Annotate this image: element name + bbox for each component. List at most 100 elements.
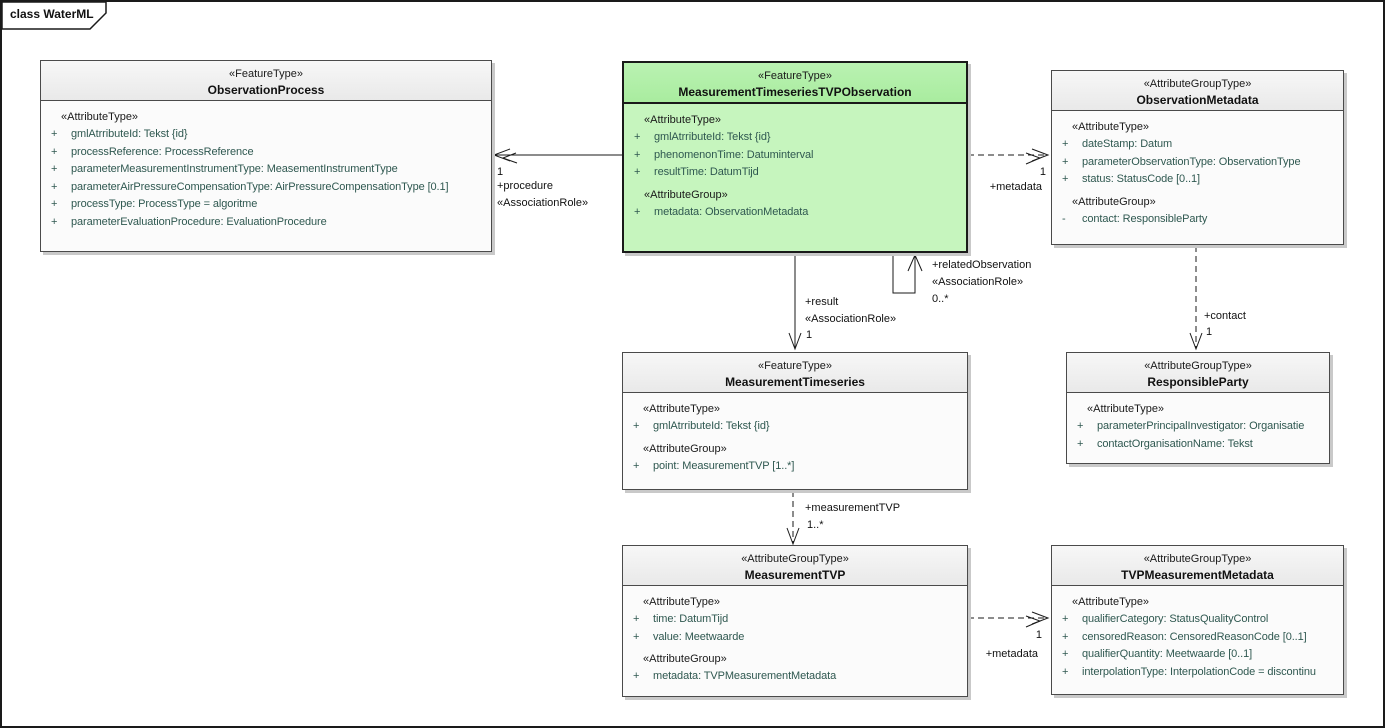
class-attributes: «AttributeType»+parameterPrincipalInvest… [1067, 393, 1329, 453]
attribute-row: +parameterMeasurementInstrumentType: Mea… [41, 161, 487, 179]
class-name: MeasurementTimeseriesTVPObservation [678, 85, 912, 99]
related-observation-role-label[interactable]: +relatedObservation [932, 259, 1032, 271]
procedure-stereotype-label[interactable]: «AssociationRole» [497, 197, 589, 209]
attribute-text: dateStamp: Datum [1082, 138, 1173, 150]
attribute-row: +phenomenonTime: Datuminterval [624, 147, 962, 165]
section-stereotype-label: «AttributeGroup» [643, 442, 727, 455]
section-stereotype-label: «AttributeGroup» [1072, 195, 1156, 208]
class-responsible-party[interactable]: «AttributeGroupType» ResponsibleParty «A… [1066, 352, 1330, 464]
class-name: ResponsibleParty [1147, 375, 1249, 389]
attribute-text: parameterEvaluationProcedure: Evaluation… [71, 215, 327, 228]
visibility-symbol: + [51, 163, 58, 175]
attribute-text: qualifierQuantity: Meetwaarde [0..1] [1082, 648, 1253, 660]
metadata-bottom-multiplicity[interactable]: 1 [1035, 629, 1042, 641]
measurement-tvp-multiplicity[interactable]: 1..* [807, 519, 824, 531]
attribute-row: +gmlAtrributeId: Tekst {id} [624, 129, 962, 147]
class-stereotype: «FeatureType» [758, 360, 832, 372]
result-stereotype-label[interactable]: «AssociationRole» [805, 313, 897, 325]
attribute-text: metadata: ObservationMetadata [654, 205, 809, 218]
class-attributes: «AttributeType» + dateStamp: Datum+ paramet… [1052, 111, 1343, 228]
metadata-top-connector[interactable] [968, 148, 1050, 165]
section-stereotype-label: «AttributeType» [1072, 596, 1150, 608]
class-attributes: «AttributeType»+gmlAtrributeId: Tekst {i… [623, 393, 967, 475]
visibility-symbol: - [1062, 212, 1066, 225]
related-observation-connector[interactable] [892, 253, 923, 294]
class-stereotype: «AttributeGroupType» [741, 553, 849, 565]
attribute-text: status: StatusCode [0..1] [1082, 173, 1200, 185]
attribute-row: +contactOrganisationName: Tekst [1067, 436, 1325, 454]
attribute-row: +censoredReason: CensoredReasonCode [0..… [1052, 629, 1339, 647]
attribute-row: + parameterEvaluationProcedure: Evaluatio… [41, 214, 487, 232]
attribute-row: +gmlAtrributeId: Tekst {id} [623, 418, 963, 436]
attribute-text: point: MeasurementTVP [1..*] [653, 459, 795, 472]
class-attributes: «AttributeType»+gmlAtrributeId: Tekst {i… [41, 101, 491, 231]
procedure-multiplicity[interactable]: 1 [497, 166, 504, 178]
attribute-text: parameterObservationType: ObservationTyp… [1082, 155, 1301, 168]
class-stereotype: «AttributeGroupType» [1143, 553, 1252, 565]
procedure-connector[interactable] [492, 148, 622, 164]
class-observation-process[interactable]: «FeatureType» ObservationProcess «Attrib… [40, 60, 492, 252]
section-stereotype-label: «AttributeType» [643, 596, 721, 608]
class-attributes: «AttributeType»+time: DatumTijd+value: M… [623, 586, 967, 686]
attribute-text: interpolationType: InterpolationCode = d… [1082, 665, 1316, 678]
contact-connector[interactable] [1189, 246, 1203, 351]
class-header: «FeatureType» MeasurementTimeseries [623, 353, 967, 393]
visibility-symbol: + [1062, 648, 1069, 660]
result-connector[interactable] [788, 253, 802, 351]
attribute-text: contactOrganisationName: Tekst [1097, 437, 1253, 450]
visibility-symbol: + [1077, 420, 1084, 432]
visibility-symbol: + [634, 166, 641, 178]
class-measurement-timeseries[interactable]: «FeatureType» MeasurementTimeseries «Att… [622, 352, 968, 490]
visibility-symbol: + [633, 613, 640, 625]
result-role-label[interactable]: +result [805, 296, 839, 308]
attribute-text: metadata: TVPMeasurementMetadata [653, 670, 837, 682]
section-stereotype-label: «AttributeType» [644, 114, 722, 126]
metadata-bottom-role-label[interactable]: +metadata [985, 648, 1038, 660]
visibility-symbol: + [1062, 138, 1069, 150]
attribute-text: resultTime: DatumTijd [654, 166, 759, 178]
visibility-symbol: + [1062, 665, 1069, 678]
attribute-row: + metadata: ObservationMetadata [624, 204, 962, 222]
attribute-text: gmlAtrributeId: Tekst {id} [653, 420, 770, 432]
procedure-role-label[interactable]: +procedure [497, 180, 553, 192]
visibility-symbol: + [633, 630, 640, 643]
class-name: ObservationMetadata [1136, 93, 1259, 107]
section-stereotype-label: «AttributeType» [1072, 121, 1150, 133]
visibility-symbol: + [634, 205, 641, 218]
attribute-row: + resultTime: DatumTijd [624, 164, 962, 182]
attribute-row: +point: MeasurementTVP [1..*] [623, 458, 963, 476]
related-observation-multiplicity[interactable]: 0..* [932, 293, 949, 305]
class-measurement-timeseries-tvp-observation[interactable]: «FeatureType» MeasurementTimeseriesTVPOb… [622, 61, 968, 253]
measurement-tvp-connector[interactable] [786, 491, 800, 546]
visibility-symbol: + [51, 128, 58, 140]
attribute-text: censoredReason: CensoredReasonCode [0..1… [1082, 630, 1307, 643]
related-observation-stereotype-label[interactable]: «AssociationRole» [932, 276, 1024, 288]
attribute-row: +parameterAirPressureCompensationType: A… [41, 179, 487, 197]
attribute-row: + interpolationType: InterpolationCode = … [1052, 664, 1339, 682]
class-name: ObservationProcess [207, 83, 325, 97]
contact-role-label[interactable]: +contact [1204, 310, 1246, 322]
attribute-text: processReference: ProcessReference [71, 145, 254, 158]
class-attributes: «AttributeType» +gmlAtrributeId: Tekst {i… [624, 104, 966, 221]
measurement-tvp-role-label[interactable]: +measurementTVP [805, 502, 901, 514]
attribute-row: + qualifierQuantity: Meetwaarde [0..1] [1052, 646, 1339, 664]
class-stereotype: «AttributeGroupType» [1143, 78, 1252, 90]
attribute-text: parameterPrincipalInvestigator: Organisa… [1097, 420, 1305, 432]
attribute-row: + dateStamp: Datum [1052, 136, 1339, 154]
class-measurement-tvp[interactable]: «AttributeGroupType» MeasurementTVP «Att… [622, 545, 968, 697]
metadata-bottom-connector[interactable] [968, 611, 1050, 628]
contact-multiplicity[interactable]: 1 [1206, 326, 1213, 338]
attribute-text: phenomenonTime: Datuminterval [654, 148, 814, 161]
class-name: MeasurementTVP [744, 568, 846, 582]
result-multiplicity[interactable]: 1 [806, 329, 813, 341]
metadata-top-role-label[interactable]: +metadata [989, 181, 1042, 193]
class-stereotype: «FeatureType» [758, 70, 832, 82]
metadata-top-multiplicity[interactable]: 1 [1039, 166, 1046, 178]
class-header: «AttributeGroupType» TVPMeasurementMetad… [1052, 546, 1343, 586]
attribute-row: +qualifierCategory: StatusQualityControl [1052, 611, 1339, 629]
class-observation-metadata[interactable]: «AttributeGroupType» ObservationMetadata… [1051, 70, 1344, 245]
class-tvp-measurement-metadata[interactable]: «AttributeGroupType» TVPMeasurementMetad… [1051, 545, 1344, 695]
visibility-symbol: + [51, 215, 58, 228]
section-stereotype-label: «AttributeType» [61, 111, 139, 123]
attribute-text: qualifierCategory: StatusQualityControl [1082, 613, 1269, 625]
